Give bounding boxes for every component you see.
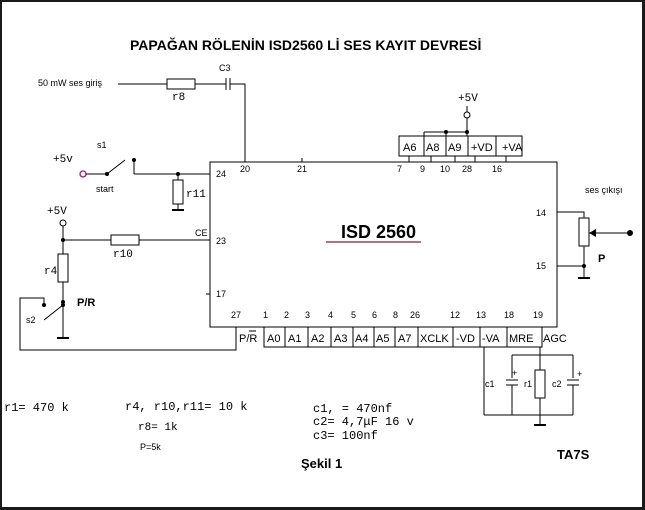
s1-pivot bbox=[105, 172, 109, 176]
pin-a9-label: A9 bbox=[448, 142, 461, 154]
isd2560-chip bbox=[209, 161, 558, 328]
vcc-top-terminal bbox=[463, 111, 471, 119]
pin-16-number: 16 bbox=[492, 164, 502, 174]
pin-15-number: 15 bbox=[536, 261, 546, 271]
pin-a2-label: A2 bbox=[311, 333, 324, 345]
resistor-r10 bbox=[110, 234, 140, 246]
resistor-r1 bbox=[534, 369, 546, 399]
pin-10-number: 10 bbox=[440, 164, 450, 174]
pin-7-number: 7 bbox=[397, 164, 402, 174]
pin-9-number: 9 bbox=[420, 164, 425, 174]
s1-label: s1 bbox=[97, 140, 107, 150]
diagram-title: PAPAĞAN RÖLENİN ISD2560 Lİ SES KAYIT DEV… bbox=[130, 36, 481, 53]
pin-pr-label: P/R bbox=[239, 333, 257, 345]
pin-1-number: 1 bbox=[263, 310, 268, 320]
pr-loop-wire bbox=[19, 297, 237, 351]
vcc-s1-label: +5v bbox=[53, 154, 73, 166]
s2-label: s2 bbox=[26, 315, 36, 325]
pin-mre-label: MRE bbox=[509, 333, 533, 345]
pin-6-number: 6 bbox=[372, 310, 377, 320]
pin-18-number: 18 bbox=[504, 310, 514, 320]
pin-agc-label: AGC bbox=[543, 333, 567, 345]
ce-label: CE bbox=[195, 228, 208, 238]
note-p: P=5k bbox=[140, 442, 161, 452]
c2-label: c2 bbox=[552, 379, 562, 389]
s2-lever bbox=[43, 304, 64, 321]
potentiometer-p bbox=[578, 217, 590, 247]
pin-vd-neg-label: -VD bbox=[456, 333, 475, 345]
pin-a0-label: A0 bbox=[267, 333, 280, 345]
note-r8: r8= 1k bbox=[138, 422, 178, 434]
audio-output-label: ses çıkışı bbox=[585, 185, 623, 195]
pin-14-number: 14 bbox=[536, 208, 546, 218]
note-c1: c1, = 470nf bbox=[313, 402, 392, 416]
pin-19-number: 19 bbox=[533, 310, 543, 320]
chip-label: ISD 2560 bbox=[341, 222, 416, 242]
c3-pin20-wire bbox=[230, 83, 246, 162]
pin-vd-label: +VD bbox=[471, 142, 493, 154]
r1-label: r1 bbox=[524, 379, 532, 389]
vcc-top-label: +5V bbox=[458, 93, 478, 105]
output-terminal bbox=[627, 230, 633, 236]
note-r4-r10-r11: r4, r10,r11= 10 k bbox=[125, 400, 247, 414]
pin-27-number: 27 bbox=[231, 310, 241, 320]
pin-2-number: 2 bbox=[284, 310, 289, 320]
c3-label: C3 bbox=[219, 63, 231, 73]
audio-input-label: 50 mW ses giriş bbox=[38, 78, 103, 88]
pin-17-number: 17 bbox=[216, 289, 226, 299]
pin-va-neg-label: -VA bbox=[482, 333, 500, 345]
r8-label: r8 bbox=[172, 92, 185, 104]
bottom-pin-group bbox=[263, 326, 543, 348]
pin-a8-label: A8 bbox=[426, 142, 439, 154]
note-c2: c2= 4,7μF 16 v bbox=[313, 415, 414, 429]
top-pin-group bbox=[398, 135, 523, 157]
pin-28-number: 28 bbox=[462, 164, 472, 174]
note-r1: r1= 470 k bbox=[4, 401, 69, 415]
junction-dot bbox=[465, 130, 469, 134]
vcc-r4-label: +5V bbox=[47, 206, 67, 218]
r4-label: r4 bbox=[44, 266, 58, 278]
resistor-r8 bbox=[166, 78, 196, 90]
pin-a6-label: A6 bbox=[403, 142, 416, 154]
part-code: TA7S bbox=[557, 447, 590, 462]
s1-terminal bbox=[79, 170, 87, 178]
vcc-r4-terminal bbox=[59, 219, 67, 227]
pin-xclk-label: XCLK bbox=[420, 333, 449, 345]
pin-a3-label: A3 bbox=[334, 333, 347, 345]
resistor-r11 bbox=[172, 179, 184, 205]
pin-a7-label: A7 bbox=[398, 333, 411, 345]
pin-24-number: 24 bbox=[216, 169, 226, 179]
start-label: start bbox=[96, 184, 114, 194]
r10-label: r10 bbox=[113, 249, 133, 261]
pin14-wire bbox=[557, 211, 585, 218]
pin-a4-label: A4 bbox=[355, 333, 368, 345]
figure-caption: Şekil 1 bbox=[301, 456, 342, 471]
pin-8-number: 8 bbox=[393, 310, 398, 320]
junction-dot bbox=[444, 130, 448, 134]
s1-lever bbox=[106, 159, 126, 175]
pin-12-number: 12 bbox=[450, 310, 460, 320]
pin-21-number: 21 bbox=[297, 164, 307, 174]
pin-4-number: 4 bbox=[328, 310, 333, 320]
c1-label: c1 bbox=[485, 379, 495, 389]
wiper-arrow bbox=[589, 229, 596, 237]
pin-5-number: 5 bbox=[351, 310, 356, 320]
pin-26-number: 26 bbox=[410, 310, 420, 320]
r11-label: r11 bbox=[186, 189, 206, 201]
pin-3-number: 3 bbox=[305, 310, 310, 320]
pin-a5-label: A5 bbox=[376, 333, 389, 345]
pin-13-number: 13 bbox=[476, 310, 486, 320]
resistor-r4 bbox=[57, 253, 69, 283]
note-c3: c3= 100nf bbox=[313, 429, 378, 443]
pin-va-label: +VA bbox=[502, 142, 523, 154]
pot-label: P bbox=[598, 253, 605, 265]
pr-switch-label: P/R bbox=[77, 297, 95, 309]
c2-plus: + bbox=[577, 369, 582, 379]
pin-23-number: 23 bbox=[216, 236, 226, 246]
c1-plus: + bbox=[512, 368, 517, 378]
pin-20-number: 20 bbox=[240, 164, 250, 174]
pin-a1-label: A1 bbox=[288, 333, 301, 345]
